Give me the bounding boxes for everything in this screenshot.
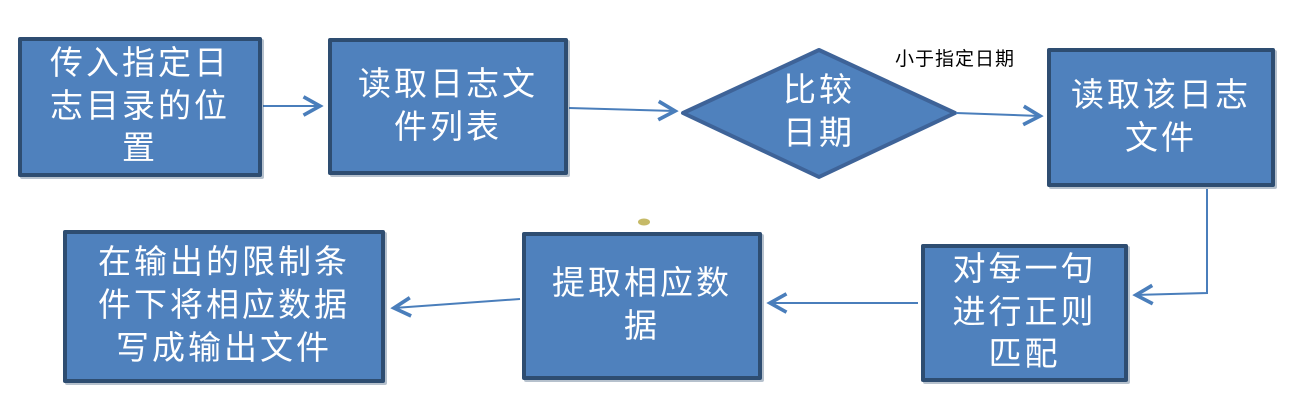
node-write-output-file: 在输出的限制条 件下将相应数据 写成输出文件 bbox=[63, 230, 385, 383]
arrow-extract-to-writeout bbox=[394, 299, 521, 308]
edge-label-less-than-date: 小于指定日期 bbox=[895, 49, 1016, 70]
compare-date-diamond bbox=[681, 48, 957, 179]
node-extract-data: 提取相应数 据 bbox=[522, 232, 762, 380]
node-input-log-dir: 传入指定日 志目录的位 置 bbox=[18, 37, 262, 177]
handle-dot-artifact bbox=[638, 218, 650, 226]
node-compare-date-label: 比较 日期 bbox=[783, 73, 855, 152]
arrow-readlist-to-compare bbox=[568, 108, 675, 111]
arrow-compare-to-readfile bbox=[955, 113, 1040, 116]
node-read-log-list: 读取日志文 件列表 bbox=[328, 38, 568, 175]
node-regex-match: 对每一句 进行正则 匹配 bbox=[921, 244, 1128, 382]
node-read-log-file: 读取该日志 文件 bbox=[1047, 48, 1275, 187]
elbow-arrow-readfile-to-regex bbox=[1136, 189, 1208, 295]
